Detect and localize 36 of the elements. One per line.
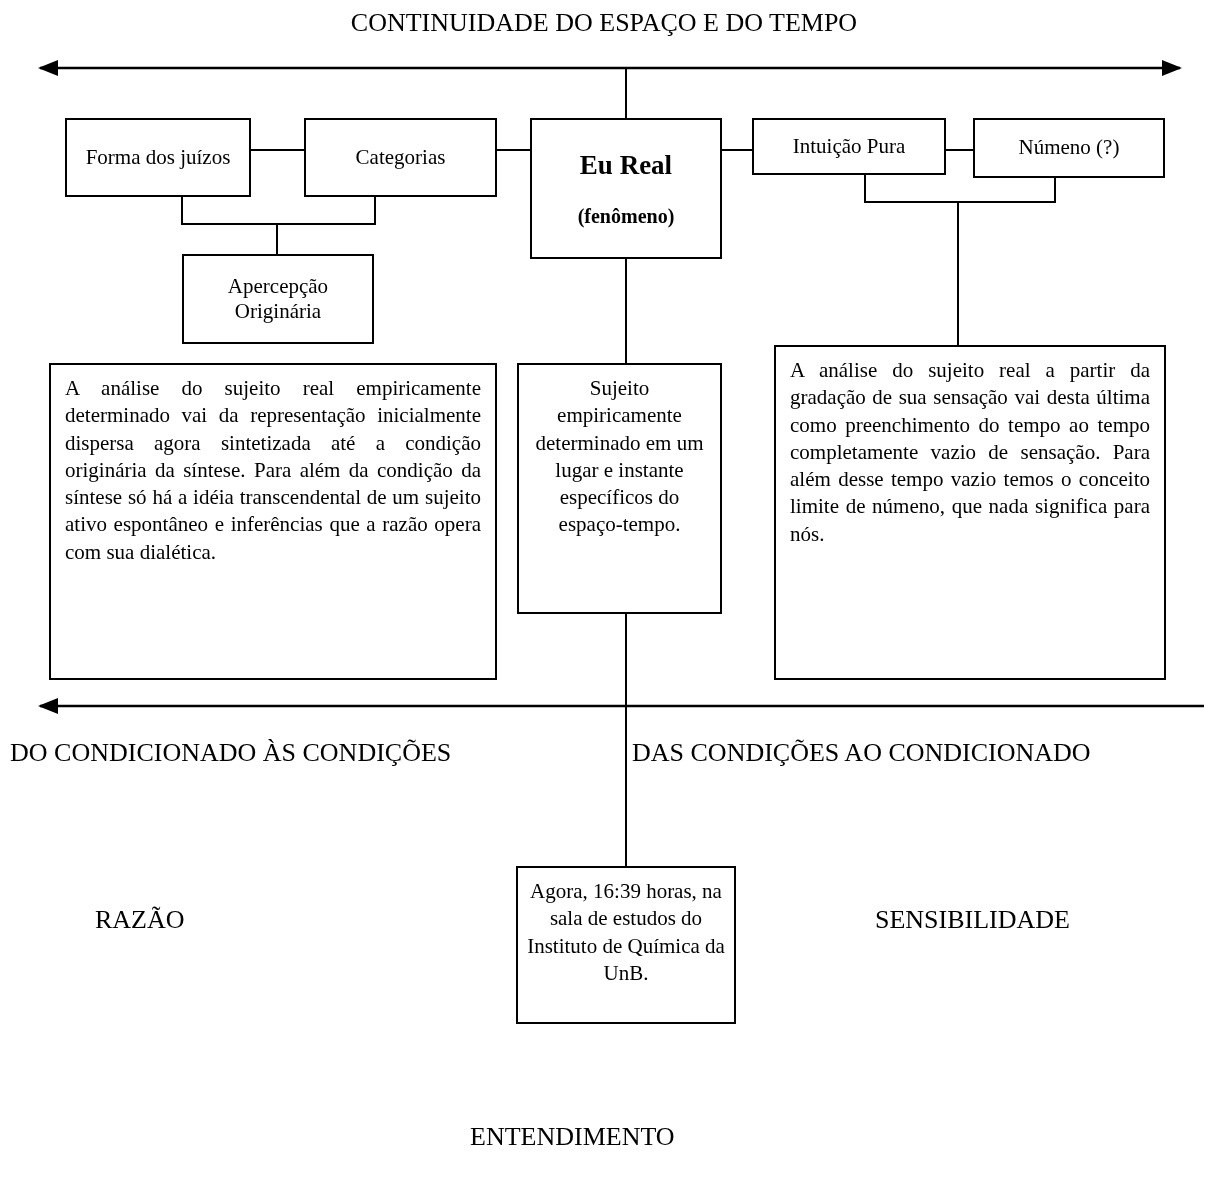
- label-text: SENSIBILIDADE: [875, 905, 1070, 935]
- connector-line: [945, 149, 974, 151]
- connector-line: [496, 149, 531, 151]
- connector-line: [276, 196, 376, 255]
- label-text: ENTENDIMENTO: [470, 1122, 675, 1152]
- node-text: Categorias: [355, 144, 446, 171]
- connector-line: [957, 177, 1056, 346]
- text-box: [516, 866, 736, 1024]
- label-text: RAZÃO: [95, 905, 185, 935]
- text-box: [530, 118, 722, 259]
- text-box: [774, 345, 1166, 680]
- connector-line: [625, 67, 627, 119]
- text-box: [49, 363, 497, 680]
- text-box: [182, 254, 374, 344]
- label-text: DAS CONDIÇÕES AO CONDICIONADO: [632, 738, 1091, 768]
- connector-line: [625, 613, 627, 867]
- connector-line: [625, 258, 627, 364]
- node-text: Agora, 16:39 horas, na sala de estudos do Instituto de Química da UnB.: [526, 878, 726, 987]
- text-box: [752, 118, 946, 175]
- connector-line: [250, 149, 305, 151]
- title: CONTINUIDADE DO ESPAÇO E DO TEMPO: [349, 8, 859, 38]
- node-text: Apercepção Originária: [226, 273, 330, 325]
- node-text: Sujeito empiricamente determinado em um lugar e instante específicos do espaço-tempo.: [534, 375, 705, 539]
- connector-line: [721, 149, 753, 151]
- node-heading: Eu Real: [579, 149, 673, 182]
- text-box: [65, 118, 251, 197]
- label-text: DO CONDICIONADO ÀS CONDIÇÕES: [10, 738, 452, 768]
- node-text: A análise do sujeito real a partir da gradação de sua sensação vai desta última como preenchimento do tempo ao tempo completamente vazio de sensação. Para além desse tempo vazio temos o conceito limite de númeno, que nada significa para nós.: [790, 357, 1150, 548]
- node-text: A análise do sujeito real empiricamente determinado vai da representação inicialmente dispersa agora sintetizada até a condição originária da síntese. Para além da condição da síntese só há a idéia transcendental de um sujeito ativo espontâneo e inferências que a razão opera com sua dialética.: [65, 375, 481, 566]
- node-text: Intuição Pura: [792, 133, 906, 160]
- node-subheading: (fenômeno): [577, 203, 675, 228]
- node-text: Forma dos juízos: [85, 144, 231, 171]
- node-text: Númeno (?): [1018, 135, 1120, 161]
- text-box: [517, 363, 722, 614]
- text-box: [304, 118, 497, 197]
- text-box: [973, 118, 1165, 178]
